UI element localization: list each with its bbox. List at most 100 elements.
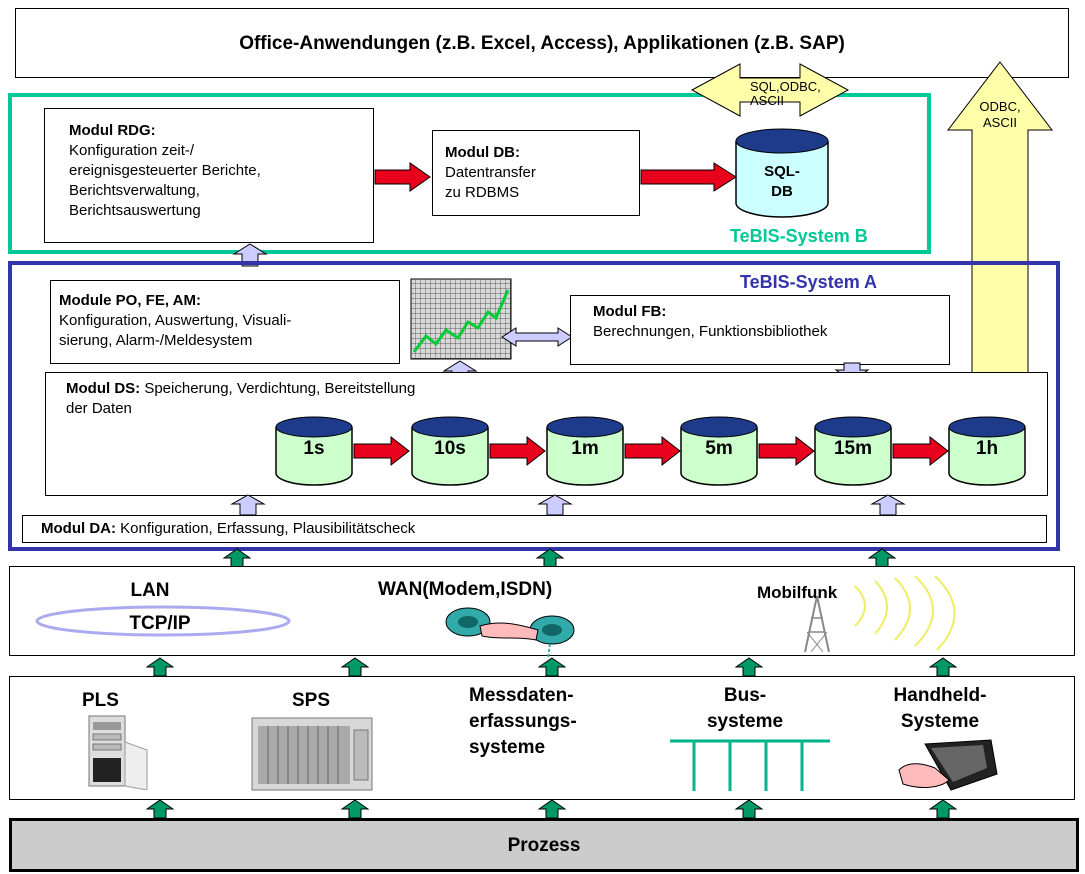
odbc-label-2: ASCII — [983, 115, 1017, 130]
sql-odbc-label-1: SQL,ODBC, — [750, 79, 821, 94]
ds-cylinder-10s — [411, 416, 489, 486]
ds-cylinder-label: 15m — [833, 438, 873, 459]
modul-ds-text: Modul DS: Speicherung, Verdichtung, Bere… — [66, 379, 415, 399]
trend-chart-icon — [410, 278, 512, 360]
handheld-label: Systeme — [900, 711, 980, 732]
ds-cylinder-label: 1s — [303, 438, 325, 459]
ds-cylinder-label: 1m — [571, 438, 599, 459]
bus-label: Bus- — [723, 685, 767, 706]
modul-db-title: Modul DB: — [445, 144, 520, 161]
handheld-label: Handheld- — [893, 685, 987, 706]
module-po-line: sierung, Alarm-/Meldesystem — [59, 332, 253, 349]
telephone-icon — [445, 607, 575, 659]
modul-rdg-line: ereignisgesteuerter Berichte, — [69, 162, 261, 179]
ds-cylinder-label: 5m — [705, 438, 733, 459]
system-b-label: TeBIS-System B — [730, 226, 868, 246]
arrow-po-to-rdg — [232, 243, 268, 267]
modul-db-line: zu RDBMS — [445, 184, 520, 201]
sql-odbc-label-2: ASCII — [750, 93, 784, 108]
odbc-label-1: ODBC, — [979, 99, 1021, 114]
sources-box — [9, 676, 1075, 800]
system-a-label: TeBIS-System A — [740, 272, 878, 292]
green-arrow — [536, 548, 564, 568]
modul-rdg-line: Berichtsverwaltung, — [69, 182, 200, 199]
antenna-icon — [804, 576, 956, 653]
modul-da-text: Modul DA: Konfiguration, Erfassung, Plau… — [41, 519, 415, 539]
office-title: Office-Anwendungen (z.B. Excel, Access),… — [239, 33, 845, 54]
process-label: Prozess — [507, 835, 581, 856]
wan-label: WAN(Modem,ISDN) — [378, 579, 553, 600]
ds-red-arrow — [624, 436, 681, 466]
modul-rdg-line: Berichtsauswertung — [69, 202, 201, 219]
ds-red-arrow — [489, 436, 546, 466]
green-arrow — [223, 548, 251, 568]
ds-red-arrow — [892, 436, 949, 466]
mess-label: Messdaten- — [469, 685, 574, 706]
sql-db-label-1: SQL- — [764, 163, 800, 180]
green-arrow — [929, 799, 957, 819]
green-arrow — [735, 657, 763, 677]
sql-odbc-double-arrow — [690, 63, 850, 117]
pc-tower-icon — [88, 715, 148, 790]
system-a-frame — [8, 261, 1060, 551]
arrow-po-fb — [501, 327, 573, 347]
modul-ds-line2: der Daten — [66, 400, 132, 417]
handheld-device-icon — [898, 739, 998, 791]
mess-label: systeme — [469, 737, 546, 758]
modul-fb-box: Modul FB: Berechnungen, Funktionsbibliot… — [570, 295, 950, 365]
plc-rack-icon — [251, 717, 373, 791]
ds-red-arrow — [758, 436, 815, 466]
modul-fb-title: Modul FB: — [593, 303, 667, 320]
ds-cylinder-1m — [546, 416, 624, 486]
pls-label: PLS — [82, 690, 119, 711]
arrow-db-to-sqldb — [640, 162, 737, 192]
system-b-frame — [8, 93, 931, 254]
green-arrow — [341, 799, 369, 819]
sql-db-label-2: DB — [771, 183, 793, 200]
arrow-rdg-to-db — [374, 162, 431, 192]
green-arrow — [538, 799, 566, 819]
green-arrow — [538, 657, 566, 677]
lan-label: LAN — [130, 580, 170, 601]
modul-da-line: Konfiguration, Erfassung, Plausibilitäts… — [115, 520, 416, 537]
arrow-da-to-ds — [537, 494, 573, 516]
modul-rdg-title: Modul RDG: — [69, 122, 156, 139]
green-arrow — [868, 548, 896, 568]
modul-db-line: Datentransfer — [445, 164, 536, 181]
sql-db-cylinder — [735, 128, 829, 218]
modul-db-box: Modul DB: Datentransfer zu RDBMS — [432, 130, 640, 216]
module-po-fe-am-box: Module PO, FE, AM: Konfiguration, Auswer… — [50, 280, 400, 364]
mobilfunk-label: Mobilfunk — [757, 583, 838, 602]
modul-da-title: Modul DA: — [41, 520, 116, 537]
office-applications-box: Office-Anwendungen (z.B. Excel, Access),… — [15, 8, 1069, 78]
arrow-da-to-ds — [870, 494, 906, 516]
ds-cylinder-5m — [680, 416, 758, 486]
ds-cylinder-1s — [275, 416, 353, 486]
process-box: Prozess — [9, 818, 1079, 872]
ds-cylinder-label: 10s — [434, 438, 466, 459]
ds-red-arrow — [353, 436, 410, 466]
green-arrow — [929, 657, 957, 677]
green-arrow — [146, 657, 174, 677]
arrow-da-to-ds — [230, 494, 266, 516]
sps-label: SPS — [292, 690, 331, 711]
bus-system-icon — [670, 739, 830, 791]
ds-cylinder-label: 1h — [975, 438, 999, 459]
bus-label: systeme — [706, 711, 784, 732]
tcpip-label: TCP/IP — [129, 613, 191, 634]
lan-ellipse — [35, 605, 291, 637]
modul-fb-line: Berechnungen, Funktionsbibliothek — [593, 323, 828, 340]
green-arrow — [341, 657, 369, 677]
modul-rdg-line: Konfiguration zeit-/ — [69, 142, 195, 159]
ds-cylinder-15m — [814, 416, 892, 486]
mess-label: erfassungs- — [469, 711, 577, 732]
green-arrow — [146, 799, 174, 819]
ds-cylinder-1h — [948, 416, 1026, 486]
module-po-line: Konfiguration, Auswertung, Visuali- — [59, 312, 292, 329]
module-po-title: Module PO, FE, AM: — [59, 292, 201, 309]
modul-ds-title: Modul DS: — [66, 380, 141, 397]
modul-da-box: Modul DA: Konfiguration, Erfassung, Plau… — [22, 515, 1047, 543]
green-arrow — [735, 799, 763, 819]
modul-ds-line1: Speicherung, Verdichtung, Bereitstellung — [140, 380, 416, 397]
modul-rdg-box: Modul RDG: Konfiguration zeit-/ ereignis… — [44, 108, 374, 243]
